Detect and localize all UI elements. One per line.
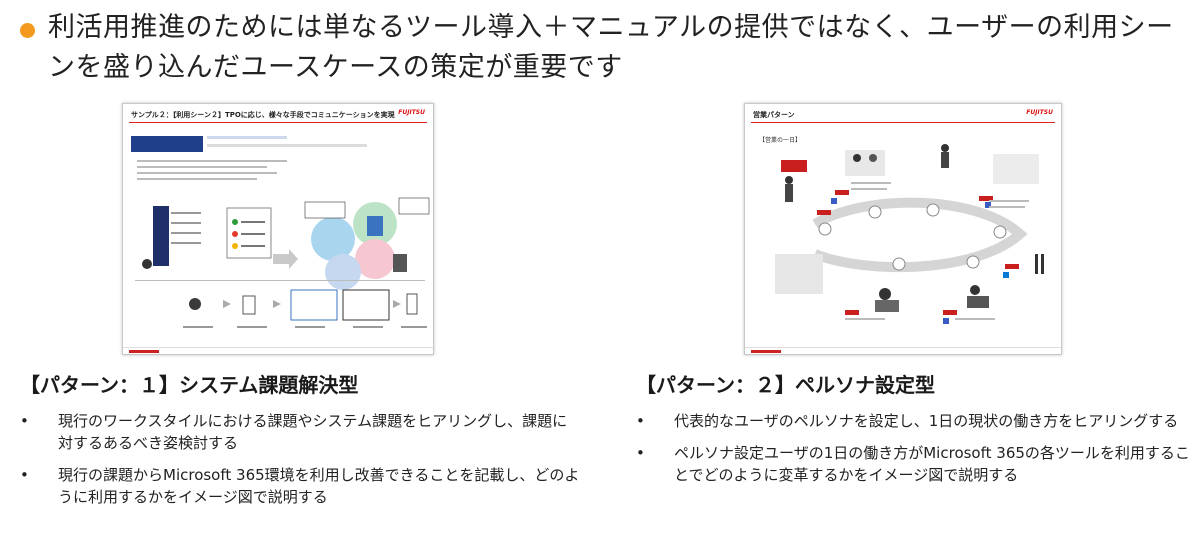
slide-1-illustration bbox=[131, 136, 430, 328]
headline-text: 利活用推進のためには単なるツール導入＋マニュアルの提供ではなく、ユーザーの利用シ… bbox=[48, 12, 1174, 83]
pattern-2: 【パターン：２】ペルソナ設定型 • 代表的なユーザのペルソナを設定し、1日の現状の… bbox=[636, 370, 1196, 496]
slide-2-title-rule bbox=[751, 122, 1055, 123]
list-item: • 現行のワークスタイルにおける課題やシステム課題をヒアリングし、課題に対するある… bbox=[20, 410, 580, 454]
list-item: • 現行の課題からMicrosoft 365環境を利用し改善できることを記載し、ど… bbox=[20, 464, 580, 508]
fujitsu-logo: FUJITSU bbox=[398, 109, 425, 116]
slide-1-title-rule bbox=[129, 122, 427, 123]
slide-1-title: サンプル２：【利用シーン２】TPOに応じ、様々な手段でコミュニケーションを実現 bbox=[131, 111, 395, 119]
bullet-text: 現行のワークスタイルにおける課題やシステム課題をヒアリングし、課題に対するあるべ… bbox=[58, 412, 568, 452]
headline: 利活用推進のためには単なるツール導入＋マニュアルの提供ではなく、ユーザーの利用シ… bbox=[20, 8, 1190, 88]
fujitsu-logo: FUJITSU bbox=[1026, 109, 1053, 116]
slide-2-subtitle: 【営業の一日】 bbox=[759, 136, 801, 144]
bullet-text: ペルソナ設定ユーザの1日の働き方がMicrosoft 365の各ツールを利用する… bbox=[674, 444, 1190, 484]
slide-thumbnail-pattern-1: サンプル２：【利用シーン２】TPOに応じ、様々な手段でコミュニケーションを実現 … bbox=[122, 103, 434, 355]
bullet-text: 代表的なユーザのペルソナを設定し、1日の現状の働き方をヒアリングする bbox=[674, 412, 1179, 430]
pattern-2-title: 【パターン：２】ペルソナ設定型 bbox=[636, 373, 935, 397]
slide-2-illustration: 【営業の一日】 bbox=[759, 136, 1044, 324]
list-item: • ペルソナ設定ユーザの1日の働き方がMicrosoft 365の各ツールを利用す… bbox=[636, 442, 1196, 486]
slide-2-footer bbox=[745, 347, 1061, 354]
pattern-1: 【パターン：１】システム課題解決型 • 現行のワークスタイルにおける課題やシステム… bbox=[20, 370, 580, 518]
slide-thumbnail-pattern-2: 【営業の一日】 bbox=[744, 103, 1062, 355]
pattern-2-bullets: • 代表的なユーザのペルソナを設定し、1日の現状の働き方をヒアリングする • ペルソ… bbox=[636, 410, 1196, 486]
orange-bullet-icon bbox=[20, 23, 35, 38]
pattern-1-bullets: • 現行のワークスタイルにおける課題やシステム課題をヒアリングし、課題に対するある… bbox=[20, 410, 580, 508]
slide-2-title: 営業パターン bbox=[753, 111, 795, 119]
bullet-icon: • bbox=[636, 444, 645, 462]
bullet-icon: • bbox=[636, 412, 645, 430]
bullet-text: 現行の課題からMicrosoft 365環境を利用し改善できることを記載し、どの… bbox=[58, 466, 580, 506]
pattern-1-title: 【パターン：１】システム課題解決型 bbox=[20, 373, 359, 397]
list-item: • 代表的なユーザのペルソナを設定し、1日の現状の働き方をヒアリングする bbox=[636, 410, 1196, 432]
bullet-icon: • bbox=[20, 466, 29, 484]
bullet-icon: • bbox=[20, 412, 29, 430]
slide-1-footer bbox=[123, 347, 433, 354]
